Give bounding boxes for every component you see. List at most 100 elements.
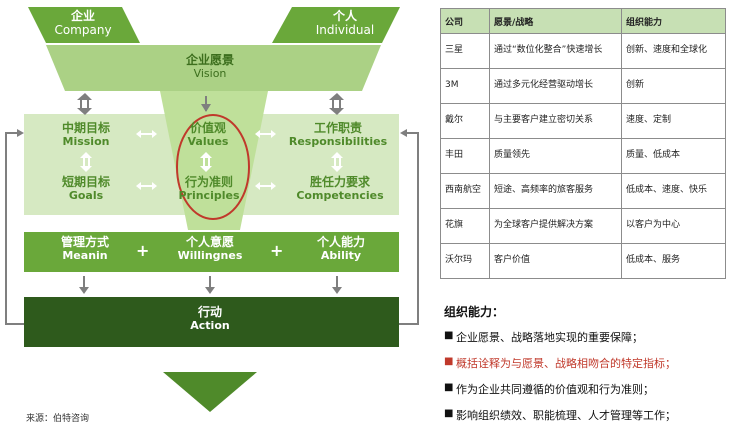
cell-capability: 创新 — [621, 68, 726, 104]
competencies-cn: 胜任力要求 — [309, 175, 370, 189]
cell-strategy: 通过“数位化整合”快速增长 — [489, 33, 622, 69]
mission-label: 中期目标 Mission — [40, 121, 132, 148]
plus-sign-left: + — [136, 241, 150, 260]
cell-capability: 低成本、速度、快乐 — [621, 173, 726, 209]
note-text: 作为企业共同遵循的价值观和行为准则； — [456, 383, 654, 396]
principles-en: Principles — [178, 188, 240, 202]
row3-bar — [24, 232, 399, 272]
action-label: 行动 Action — [160, 305, 260, 332]
table-header-row: 公司 愿景/战略 组织能力 — [440, 8, 726, 34]
values-cn: 价值观 — [189, 121, 226, 135]
action-en: Action — [190, 318, 230, 332]
company-cn: 企业 — [70, 9, 95, 23]
company-label: 企业 Company — [38, 9, 128, 38]
table-row: 丰田质量领先质量、低成本 — [440, 138, 726, 174]
cell-company: 戴尔 — [440, 103, 490, 139]
action-bar — [24, 297, 399, 347]
ability-cn: 个人能力 — [316, 235, 365, 249]
responsibilities-cn: 工作职责 — [313, 121, 362, 135]
vision-label: 企业愿景 Vision — [150, 53, 270, 80]
center-funnel-shape — [160, 91, 268, 230]
table-row: 戴尔与主要客户建立密切关系速度、定制 — [440, 103, 726, 139]
individual-en: Individual — [315, 22, 375, 37]
cell-company: 三星 — [440, 33, 490, 69]
competencies-en: Competencies — [296, 188, 384, 202]
note-text: 概括诠释为与愿景、战略相吻合的特定指标； — [456, 357, 676, 370]
table-row: 西南航空短途、高频率的旅客服务低成本、速度、快乐 — [440, 173, 726, 209]
bullet-icon: ■ — [444, 330, 454, 341]
individual-label: 个人 Individual — [296, 9, 394, 38]
willingness-cn: 个人意愿 — [185, 235, 234, 249]
horizontal-arrows — [136, 130, 276, 190]
vision-band-shape — [46, 45, 381, 91]
bottom-arrow-shape — [163, 372, 257, 412]
table-row: 三星通过“数位化整合”快速增长创新、速度和全球化 — [440, 33, 726, 69]
meaning-en: Meanin — [62, 248, 108, 262]
list-item: ■作为企业共同遵循的价值观和行为准则； — [444, 381, 731, 407]
willingness-label: 个人意愿 Willingnes — [162, 235, 258, 262]
company-en: Company — [54, 22, 112, 37]
cell-capability: 创新、速度和全球化 — [621, 33, 726, 69]
note-text: 影响组织绩效、职能梳理、人才管理等工作； — [456, 409, 676, 422]
org-capability-notes: 组织能力： ■企业愿景、战略落地实现的重要保障； ■概括诠释为与愿景、战略相吻合… — [444, 303, 731, 428]
strategy-diagram: 企业 Company 个人 Individual 企业愿景 Vision 中期目… — [5, 7, 419, 424]
cell-capability: 低成本、服务 — [621, 243, 726, 279]
cell-company: 丰田 — [440, 138, 490, 174]
diagram-shapes — [5, 7, 419, 412]
company-comparison-table: 公司 愿景/战略 组织能力 三星通过“数位化整合”快速增长创新、速度和全球化 3… — [440, 8, 726, 279]
header-org-capability: 组织能力 — [621, 8, 726, 34]
list-item: ■影响组织绩效、职能梳理、人才管理等工作； — [444, 407, 731, 428]
ability-label: 个人能力 Ability — [296, 235, 386, 262]
mission-cn: 中期目标 — [61, 121, 110, 135]
table-row: 花旗为全球客户提供解决方案以客户为中心 — [440, 208, 726, 244]
values-en: Values — [187, 134, 229, 148]
table-row: 沃尔玛客户价值低成本、服务 — [440, 243, 726, 279]
individual-cn: 个人 — [332, 9, 357, 23]
source-note: 来源：伯特咨询 — [26, 414, 90, 424]
cell-capability: 质量、低成本 — [621, 138, 726, 174]
note-text: 企业愿景、战略落地实现的重要保障； — [456, 331, 643, 344]
vision-cn: 企业愿景 — [185, 53, 234, 67]
cell-company: 花旗 — [440, 208, 490, 244]
ability-en: Ability — [320, 248, 362, 262]
goals-label: 短期目标 Goals — [40, 175, 132, 202]
cell-strategy: 质量领先 — [489, 138, 622, 174]
bullet-icon: ■ — [444, 382, 454, 393]
header-company: 公司 — [440, 8, 490, 34]
cell-capability: 以客户为中心 — [621, 208, 726, 244]
notes-title: 组织能力： — [444, 305, 505, 319]
down-arrows — [83, 276, 338, 289]
vision-en: Vision — [193, 66, 227, 80]
cell-strategy: 短途、高频率的旅客服务 — [489, 173, 622, 209]
willingness-en: Willingnes — [177, 248, 243, 262]
right-feedback-loop — [399, 132, 419, 325]
cell-capability: 速度、定制 — [621, 103, 726, 139]
cell-company: 沃尔玛 — [440, 243, 490, 279]
company-header-shape — [28, 7, 140, 43]
responsibilities-label: 工作职责 Responsibilities — [280, 121, 396, 148]
cell-company: 西南航空 — [440, 173, 490, 209]
goals-cn: 短期目标 — [61, 175, 110, 189]
cell-strategy: 客户价值 — [489, 243, 622, 279]
goals-en: Goals — [68, 188, 104, 202]
values-label: 价值观 Values — [168, 121, 248, 148]
meaning-cn: 管理方式 — [60, 235, 109, 249]
bullet-icon: ■ — [444, 408, 454, 419]
competencies-label: 胜任力要求 Competencies — [284, 175, 396, 202]
mission-en: Mission — [62, 134, 110, 148]
left-feedback-loop — [5, 132, 24, 325]
list-item: ■概括诠释为与愿景、战略相吻合的特定指标； — [444, 355, 731, 381]
principles-label: 行为准则 Principles — [172, 175, 246, 202]
values-highlight-circle — [176, 114, 250, 220]
cell-strategy: 与主要客户建立密切关系 — [489, 103, 622, 139]
meaning-label: 管理方式 Meanin — [40, 235, 130, 262]
individual-header-shape — [272, 7, 400, 43]
bullet-icon: ■ — [444, 356, 454, 367]
header-vision-strategy: 愿景/战略 — [489, 8, 622, 34]
cell-company: 3M — [440, 68, 490, 104]
principles-cn: 行为准则 — [184, 175, 233, 189]
cell-strategy: 为全球客户提供解决方案 — [489, 208, 622, 244]
notes-list: ■企业愿景、战略落地实现的重要保障； ■概括诠释为与愿景、战略相吻合的特定指标；… — [444, 329, 731, 428]
plus-sign-right: + — [270, 241, 284, 260]
